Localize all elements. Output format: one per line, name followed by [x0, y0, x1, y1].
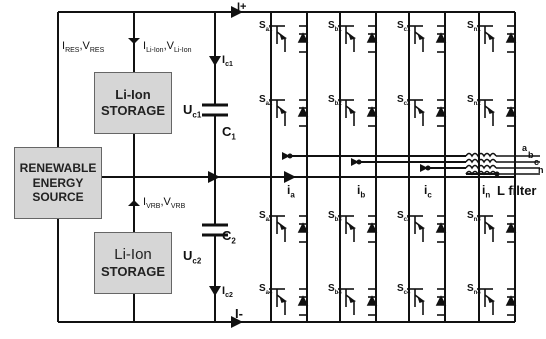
ib-label: ib	[357, 183, 366, 200]
storage-bottom-line-2: STORAGE	[100, 264, 166, 280]
positive-terminal-label: I+	[237, 1, 247, 13]
switch-label-row1-leg3: Sc1	[397, 20, 411, 33]
igbt-switch-row3-leg1	[269, 215, 309, 243]
l-filter-label: L filter	[497, 183, 537, 198]
uc1-label: Uc1	[183, 102, 202, 120]
in-label: in	[482, 183, 491, 200]
igbt-switch-row1-leg3	[407, 25, 447, 53]
li-ion-current-arrow	[128, 38, 140, 44]
igbt-switch-row4-leg1	[269, 288, 309, 316]
capacitor-c1	[202, 103, 228, 117]
li-ion-storage-top-box: Li-Ion STORAGE	[94, 72, 172, 134]
storage-bottom-line-1: Li-Ion	[114, 246, 152, 264]
igbt-switch-row3-leg2	[338, 215, 378, 243]
negative-terminal-label: I-	[235, 306, 243, 321]
switch-label-row3-leg1: Sa3	[259, 210, 273, 223]
phase-b-arrow	[351, 158, 359, 166]
vrb-current-arrow	[128, 200, 140, 206]
c1-label: C1	[222, 124, 236, 142]
c2-label: C2	[222, 228, 236, 246]
ic2-arrow	[209, 286, 221, 296]
switch-label-row4-leg4: Sn4	[467, 283, 481, 296]
ia-label: ia	[287, 183, 295, 200]
switch-label-row4-leg2: Sb4	[328, 283, 342, 296]
igbt-switch-row3-leg4	[477, 215, 517, 243]
phase-c-arrow	[420, 164, 428, 172]
storage-top-line-2: STORAGE	[100, 103, 166, 118]
switch-label-row3-leg2: Sb3	[328, 210, 342, 223]
phase-a-output-label: a	[522, 143, 528, 153]
li-ion-measurement-label: ILi-Ion,VLi-Ion	[143, 40, 192, 55]
plus-arrow	[231, 6, 243, 18]
igbt-switch-row1-leg1	[269, 25, 309, 53]
igbt-switch-row4-leg2	[338, 288, 378, 316]
igbt-switch-row1-leg2	[338, 25, 378, 53]
renewable-energy-source-box: RENEWABLE ENERGY SOURCE	[14, 147, 102, 219]
switch-label-row1-leg2: Sb1	[328, 20, 342, 33]
switch-label-row3-leg3: Sc3	[397, 210, 411, 223]
phase-c-output-label: c	[534, 157, 540, 167]
phase-n-output-label: n	[538, 165, 544, 175]
switch-label-row4-leg1: Sa4	[259, 283, 273, 296]
storage-top-line-1: Li-Ion	[115, 87, 151, 103]
ic2-label: Ic2	[222, 285, 233, 300]
switch-label-row2-leg3: Sc2	[397, 94, 411, 107]
source-line-3: SOURCE	[32, 190, 84, 205]
minus-arrow	[231, 316, 243, 328]
igbt-switch-row2-leg2	[338, 99, 378, 127]
igbt-switch-row4-leg3	[407, 288, 447, 316]
igbt-switch-row2-leg4	[477, 99, 517, 127]
midpoint-arrow-left	[208, 171, 220, 183]
igbt-switch-row1-leg4	[477, 25, 517, 53]
switch-layer	[269, 25, 517, 316]
igbt-switch-row3-leg3	[407, 215, 447, 243]
phase-output-leads	[496, 155, 540, 175]
switch-label-row3-leg4: Sn3	[467, 210, 481, 223]
ic1-label: Ic1	[222, 54, 233, 69]
res-measurement-label: IRES,VRES	[62, 40, 105, 55]
midpoint-arrow-right	[284, 171, 296, 183]
switch-label-row1-leg4: Sn1	[467, 20, 481, 33]
switch-label-row1-leg1: Sa1	[259, 20, 273, 33]
li-ion-storage-bottom-box: Li-Ion STORAGE	[94, 232, 172, 294]
phase-a-arrow	[282, 152, 290, 160]
switch-label-row2-leg2: Sb2	[328, 94, 342, 107]
igbt-switch-row4-leg4	[477, 288, 517, 316]
ic1-arrow	[209, 56, 221, 66]
ic-label: ic	[424, 183, 432, 200]
switch-label-row2-leg1: Sa2	[259, 94, 273, 107]
igbt-switch-row2-leg3	[407, 99, 447, 127]
vrb-measurement-label: IVRB,VVRB	[143, 196, 186, 211]
l-filter-inductors	[465, 152, 497, 176]
igbt-switch-row2-leg1	[269, 99, 309, 127]
capacitor-c2	[202, 223, 228, 237]
switch-label-row2-leg4: Sn2	[467, 94, 481, 107]
uc2-label: Uc2	[183, 248, 202, 266]
source-line-1: RENEWABLE	[19, 161, 97, 176]
phase-b-output-label: b	[528, 150, 534, 160]
switch-label-row4-leg3: Sc4	[397, 283, 411, 296]
source-line-2: ENERGY	[32, 175, 84, 190]
